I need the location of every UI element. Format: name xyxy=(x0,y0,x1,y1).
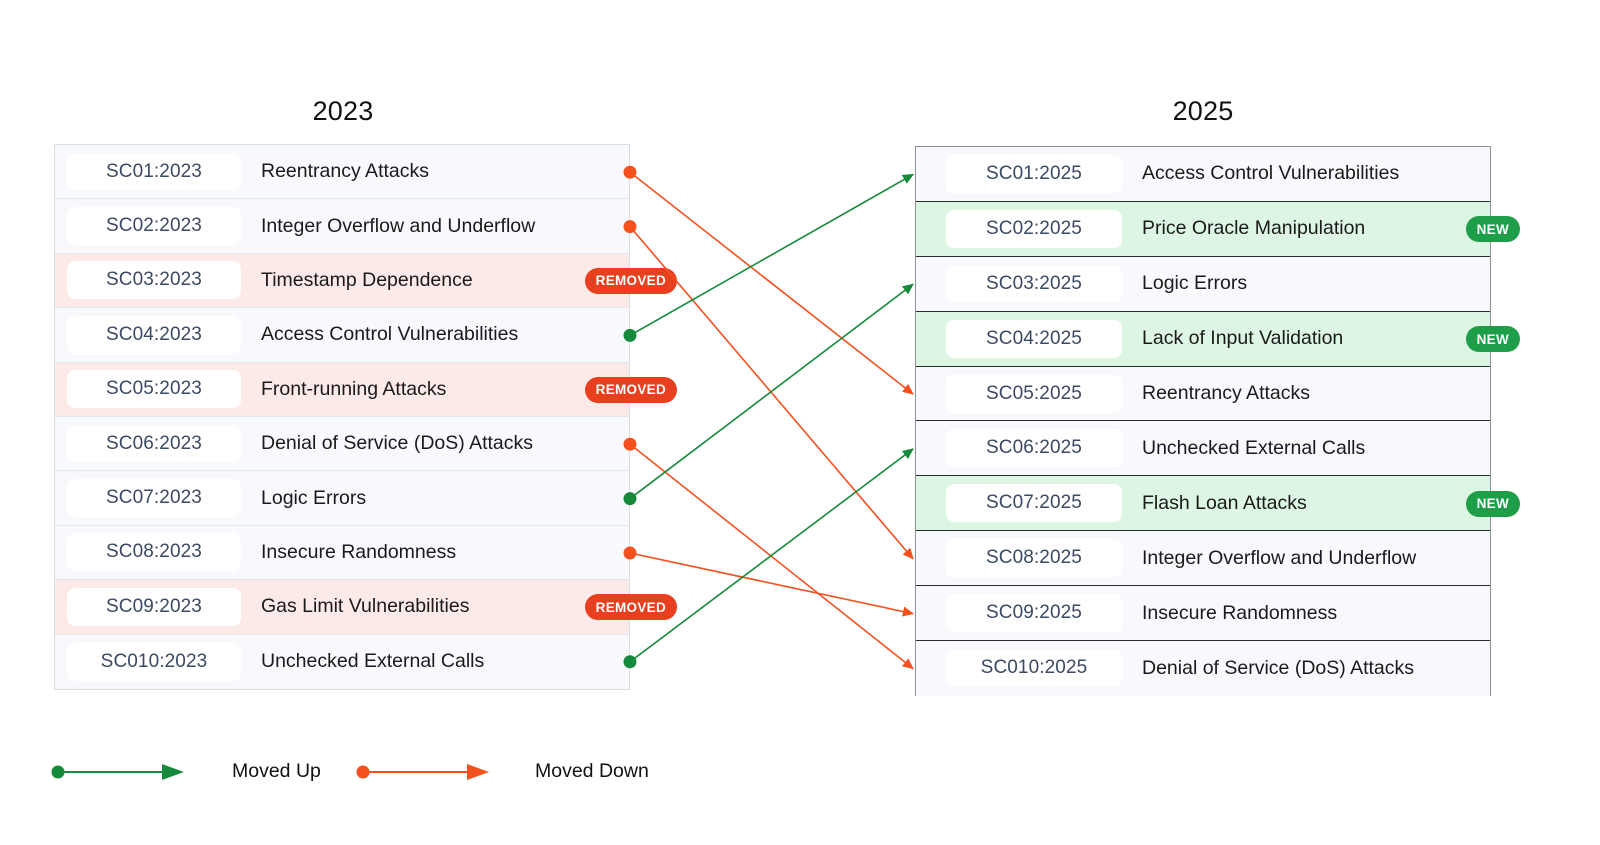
table-row[interactable]: SC010:2023 Unchecked External Calls xyxy=(55,634,629,689)
row-label: Logic Errors xyxy=(261,486,367,509)
row-label: Insecure Randomness xyxy=(261,540,457,563)
row-label: Unchecked External Calls xyxy=(1142,436,1366,459)
legend-item-moved-down: Moved Down xyxy=(355,760,649,783)
row-id-chip: SC07:2023 xyxy=(67,479,241,518)
row-label: Access Control Vulnerabilities xyxy=(1142,162,1400,185)
row-label: Denial of Service (DoS) Attacks xyxy=(261,432,534,455)
row-id-chip: SC01:2023 xyxy=(67,152,241,191)
table-row[interactable]: SC03:2023 Timestamp Dependence REMOVED xyxy=(55,253,677,309)
table-row[interactable]: SC010:2025 Denial of Service (DoS) Attack… xyxy=(916,641,1490,696)
row-id-chip: SC05:2025 xyxy=(946,374,1122,413)
row-id-chip: SC09:2025 xyxy=(946,594,1122,633)
table-row[interactable]: SC04:2023 Access Control Vulnerabilities xyxy=(55,308,629,363)
column-title-2023: 2023 xyxy=(312,96,374,126)
legend-label-moved-up: Moved Up xyxy=(232,760,321,782)
removed-badge: REMOVED xyxy=(584,594,677,621)
new-badge: NEW xyxy=(1465,326,1520,353)
new-badge: NEW xyxy=(1465,490,1520,517)
row-id-chip: SC09:2023 xyxy=(67,587,241,626)
table-row[interactable]: SC05:2023 Front-running Attacks REMOVED xyxy=(55,362,677,417)
row-label: Lack of Input Validation xyxy=(1142,327,1344,350)
table-row[interactable]: SC08:2025 Integer Overflow and Underflow xyxy=(916,531,1490,587)
row-id-chip: SC03:2023 xyxy=(67,261,241,300)
legend-item-moved-up: Moved Up xyxy=(50,760,321,783)
row-id-chip: SC06:2025 xyxy=(946,429,1122,468)
connector-line xyxy=(629,173,914,337)
table-row[interactable]: SC06:2023 Denial of Service (DoS) Attacks xyxy=(55,416,629,472)
row-id-chip: SC02:2025 xyxy=(946,209,1122,248)
row-label: Integer Overflow and Underflow xyxy=(261,214,536,237)
legend: Moved Up Moved Down xyxy=(50,752,750,798)
row-label: Access Control Vulnerabilities xyxy=(261,323,519,346)
row-id-chip: SC07:2025 xyxy=(946,484,1122,523)
row-label: Price Oracle Manipulation xyxy=(1142,217,1366,240)
row-id-chip: SC05:2023 xyxy=(67,370,241,409)
legend-label-moved-down: Moved Down xyxy=(535,760,649,782)
table-row[interactable]: SC09:2025 Insecure Randomness xyxy=(916,586,1490,642)
row-id-chip: SC08:2025 xyxy=(946,539,1122,578)
row-id-chip: SC01:2025 xyxy=(946,154,1122,193)
row-id-chip: SC04:2025 xyxy=(946,319,1122,358)
row-label: Timestamp Dependence xyxy=(261,268,473,291)
row-label: Insecure Randomness xyxy=(1142,601,1338,624)
table-row[interactable]: SC06:2025 Unchecked External Calls xyxy=(916,421,1490,477)
row-label: Integer Overflow and Underflow xyxy=(1142,546,1417,569)
new-badge: NEW xyxy=(1465,216,1520,243)
table-row[interactable]: SC02:2023 Integer Overflow and Underflow xyxy=(55,199,629,254)
row-id-chip: SC02:2023 xyxy=(67,207,241,246)
row-id-chip: SC010:2023 xyxy=(67,642,241,681)
row-label: Unchecked External Calls xyxy=(261,650,485,673)
row-id-chip: SC08:2023 xyxy=(67,533,241,572)
row-id-chip: SC06:2023 xyxy=(67,424,241,463)
moved-up-arrow-icon xyxy=(51,763,184,780)
row-id-chip: SC03:2025 xyxy=(946,264,1122,303)
connector-line xyxy=(629,448,914,663)
table-row[interactable]: SC02:2025 Price Oracle Manipulation NEW xyxy=(916,201,1520,257)
table-row[interactable]: SC05:2025 Reentrancy Attacks xyxy=(916,366,1490,422)
table-row[interactable]: SC03:2025 Logic Errors xyxy=(916,256,1490,312)
table-row[interactable]: SC04:2025 Lack of Input Validation NEW xyxy=(916,311,1520,367)
removed-badge: REMOVED xyxy=(584,267,677,294)
row-label: Front-running Attacks xyxy=(261,377,447,400)
table-row[interactable]: SC07:2025 Flash Loan Attacks NEW xyxy=(916,476,1520,532)
row-label: Reentrancy Attacks xyxy=(1142,382,1310,404)
connector-line xyxy=(629,443,914,670)
table-row[interactable]: SC08:2023 Insecure Randomness xyxy=(55,525,629,581)
row-label: Denial of Service (DoS) Attacks xyxy=(1142,656,1415,679)
table-row[interactable]: SC01:2025 Access Control Vulnerabilities xyxy=(916,147,1490,202)
row-label: Reentrancy Attacks xyxy=(261,160,429,183)
table-row[interactable]: SC09:2023 Gas Limit Vulnerabilities REMOVE… xyxy=(55,580,677,635)
table-row[interactable]: SC01:2023 Reentrancy Attacks xyxy=(55,145,629,200)
table-row[interactable]: SC07:2023 Logic Errors xyxy=(55,471,629,526)
moved-down-arrow-icon xyxy=(356,763,489,780)
row-id-chip: SC010:2025 xyxy=(946,649,1122,688)
row-label: Gas Limit Vulnerabilities xyxy=(261,595,470,618)
row-id-chip: SC04:2023 xyxy=(67,315,241,354)
row-label: Flash Loan Attacks xyxy=(1142,491,1307,514)
column-title-2025: 2025 xyxy=(1172,96,1234,126)
removed-badge: REMOVED xyxy=(584,376,677,403)
row-label: Logic Errors xyxy=(1142,272,1248,295)
